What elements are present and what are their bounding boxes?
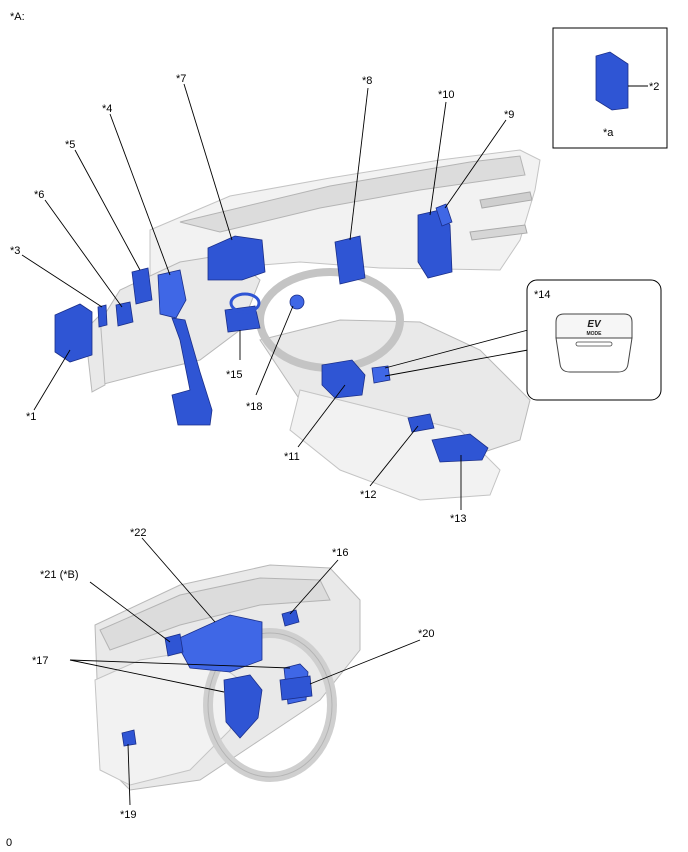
callout-5: *5: [65, 139, 75, 151]
part-18: [289, 294, 305, 310]
ev-switch-label-bottom: MODE: [587, 331, 603, 337]
part-6: [115, 301, 134, 327]
callout-2: *2: [649, 81, 659, 93]
bottom-leader-lines: [69, 537, 421, 806]
ecu-part-1: [54, 303, 93, 363]
callout-3: *3: [10, 245, 20, 257]
view-label: *A:: [10, 11, 25, 23]
callout-17: *17: [32, 655, 49, 667]
part-17-left: [223, 674, 263, 739]
callout-4: *4: [102, 103, 112, 115]
callout-1: *1: [26, 411, 36, 423]
callout-20: *20: [418, 628, 435, 640]
callout-22: *22: [130, 527, 147, 539]
inset-a-caption: *a: [603, 127, 614, 139]
callout-6: *6: [34, 189, 44, 201]
callout-11: *11: [284, 451, 300, 463]
part-3: [97, 304, 108, 328]
callout-13: *13: [450, 513, 467, 525]
callout-10: *10: [438, 89, 455, 101]
part-8: [334, 235, 366, 285]
inset-a-box: *2 *a: [552, 27, 668, 149]
bottom-labels: *22 *21 (*B) *16 *17 *20 *19: [32, 527, 435, 821]
callout-19: *19: [120, 809, 137, 821]
part-11-b: [371, 365, 391, 384]
part-2: [595, 51, 629, 111]
part-9: [435, 203, 453, 227]
callout-18: *18: [246, 401, 263, 413]
callout-7: *7: [176, 73, 186, 85]
callout-15: *15: [226, 369, 243, 381]
ev-switch-label-top: EV: [587, 319, 602, 330]
accelerator-pedal: [171, 317, 213, 426]
callout-14: *14: [534, 289, 551, 301]
footer-code: 0: [6, 837, 12, 849]
inset-14-box: *14 EV MODE: [526, 279, 662, 401]
top-labels: *A: *7 *4 *5 *6 *3 *1 *8 *10 *9 *15 *18 …: [10, 11, 514, 525]
bottom-steering-illustration: [94, 564, 361, 791]
callout-9: *9: [504, 109, 514, 121]
part-19: [121, 729, 137, 747]
part-12: [407, 413, 435, 433]
callout-16: *16: [332, 547, 349, 559]
top-parts: [54, 203, 489, 463]
part-16: [281, 609, 300, 627]
callout-21: *21 (*B): [40, 569, 79, 581]
callout-8: *8: [362, 75, 372, 87]
top-leader-lines: [21, 83, 529, 510]
part-22: [174, 614, 263, 673]
part-21: [164, 633, 184, 657]
part-4: [157, 269, 187, 319]
part-5: [131, 267, 153, 305]
callout-12: *12: [360, 489, 377, 501]
part-11: [321, 359, 366, 399]
part-20: [279, 675, 313, 701]
part-7: [207, 235, 266, 281]
part-13: [431, 433, 489, 463]
